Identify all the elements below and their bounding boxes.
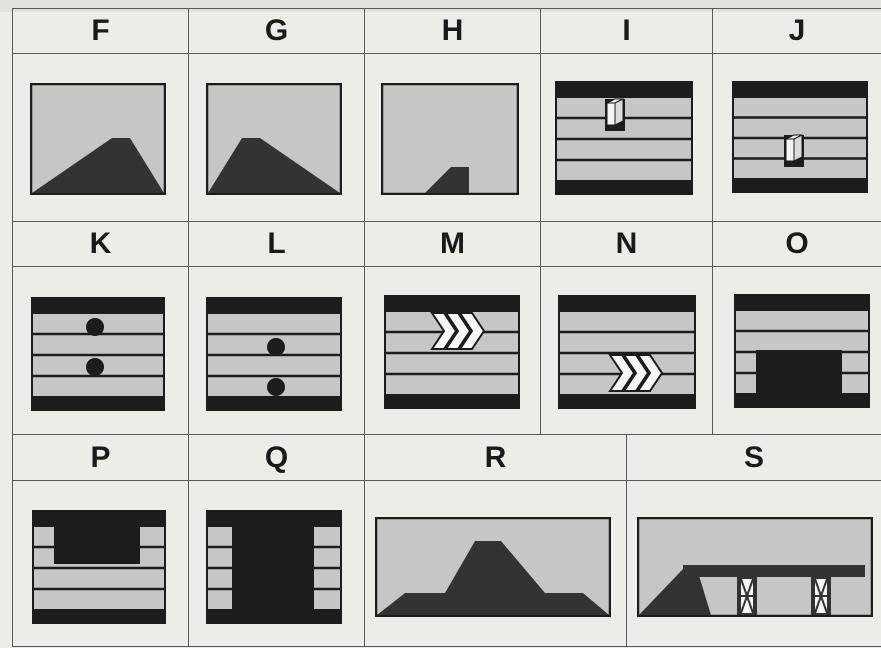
dots-left-icon: [31, 297, 165, 411]
panel-label: J: [713, 9, 881, 54]
panel-label: I: [541, 9, 712, 54]
tunnel-upper-icon: [32, 510, 166, 624]
panel-i: I: [540, 9, 712, 222]
row-1: F G H I J: [12, 8, 881, 222]
row-2: K L M N O: [12, 221, 881, 435]
panel-k: K: [12, 222, 188, 435]
panel-label: K: [13, 222, 188, 267]
panel-m: M: [364, 222, 540, 435]
panel-n: N: [540, 222, 712, 435]
panel-label: M: [365, 222, 540, 267]
panel-j: J: [712, 9, 881, 222]
row-3: P Q R S: [12, 434, 881, 647]
panel-g: G: [188, 9, 364, 222]
panel-label: L: [189, 222, 364, 267]
panel-label: F: [13, 9, 188, 54]
panel-label: N: [541, 222, 712, 267]
small-slope-icon: [381, 83, 519, 195]
tunnel-lower-icon: [734, 294, 870, 408]
hill-left-icon: [206, 83, 342, 195]
panel-label: P: [13, 435, 188, 481]
panel-r: R: [364, 435, 626, 647]
bottom-rule: [12, 646, 881, 647]
panel-label: O: [713, 222, 881, 267]
panel-q: Q: [188, 435, 364, 647]
tunnel-full-icon: [206, 510, 342, 624]
panel-p: P: [12, 435, 188, 647]
panel-label: S: [627, 435, 881, 481]
panel-label: G: [189, 9, 364, 54]
block-lower-lane-icon: [732, 81, 868, 193]
panel-s: S: [626, 435, 881, 647]
panel-o: O: [712, 222, 881, 435]
dots-right-icon: [206, 297, 342, 411]
panel-label: Q: [189, 435, 364, 481]
panel-h: H: [364, 9, 540, 222]
ramp-bridge-icon: [637, 517, 873, 617]
wide-hill-icon: [375, 517, 611, 617]
panel-f: F: [12, 9, 188, 222]
panel-l: L: [188, 222, 364, 435]
panel-label: R: [365, 435, 626, 481]
chevrons-lower-icon: [558, 295, 696, 409]
block-upper-lane-icon: [555, 81, 693, 195]
chevrons-upper-icon: [384, 295, 520, 409]
panel-label: H: [365, 9, 540, 54]
hill-slope-icon: [30, 83, 166, 195]
